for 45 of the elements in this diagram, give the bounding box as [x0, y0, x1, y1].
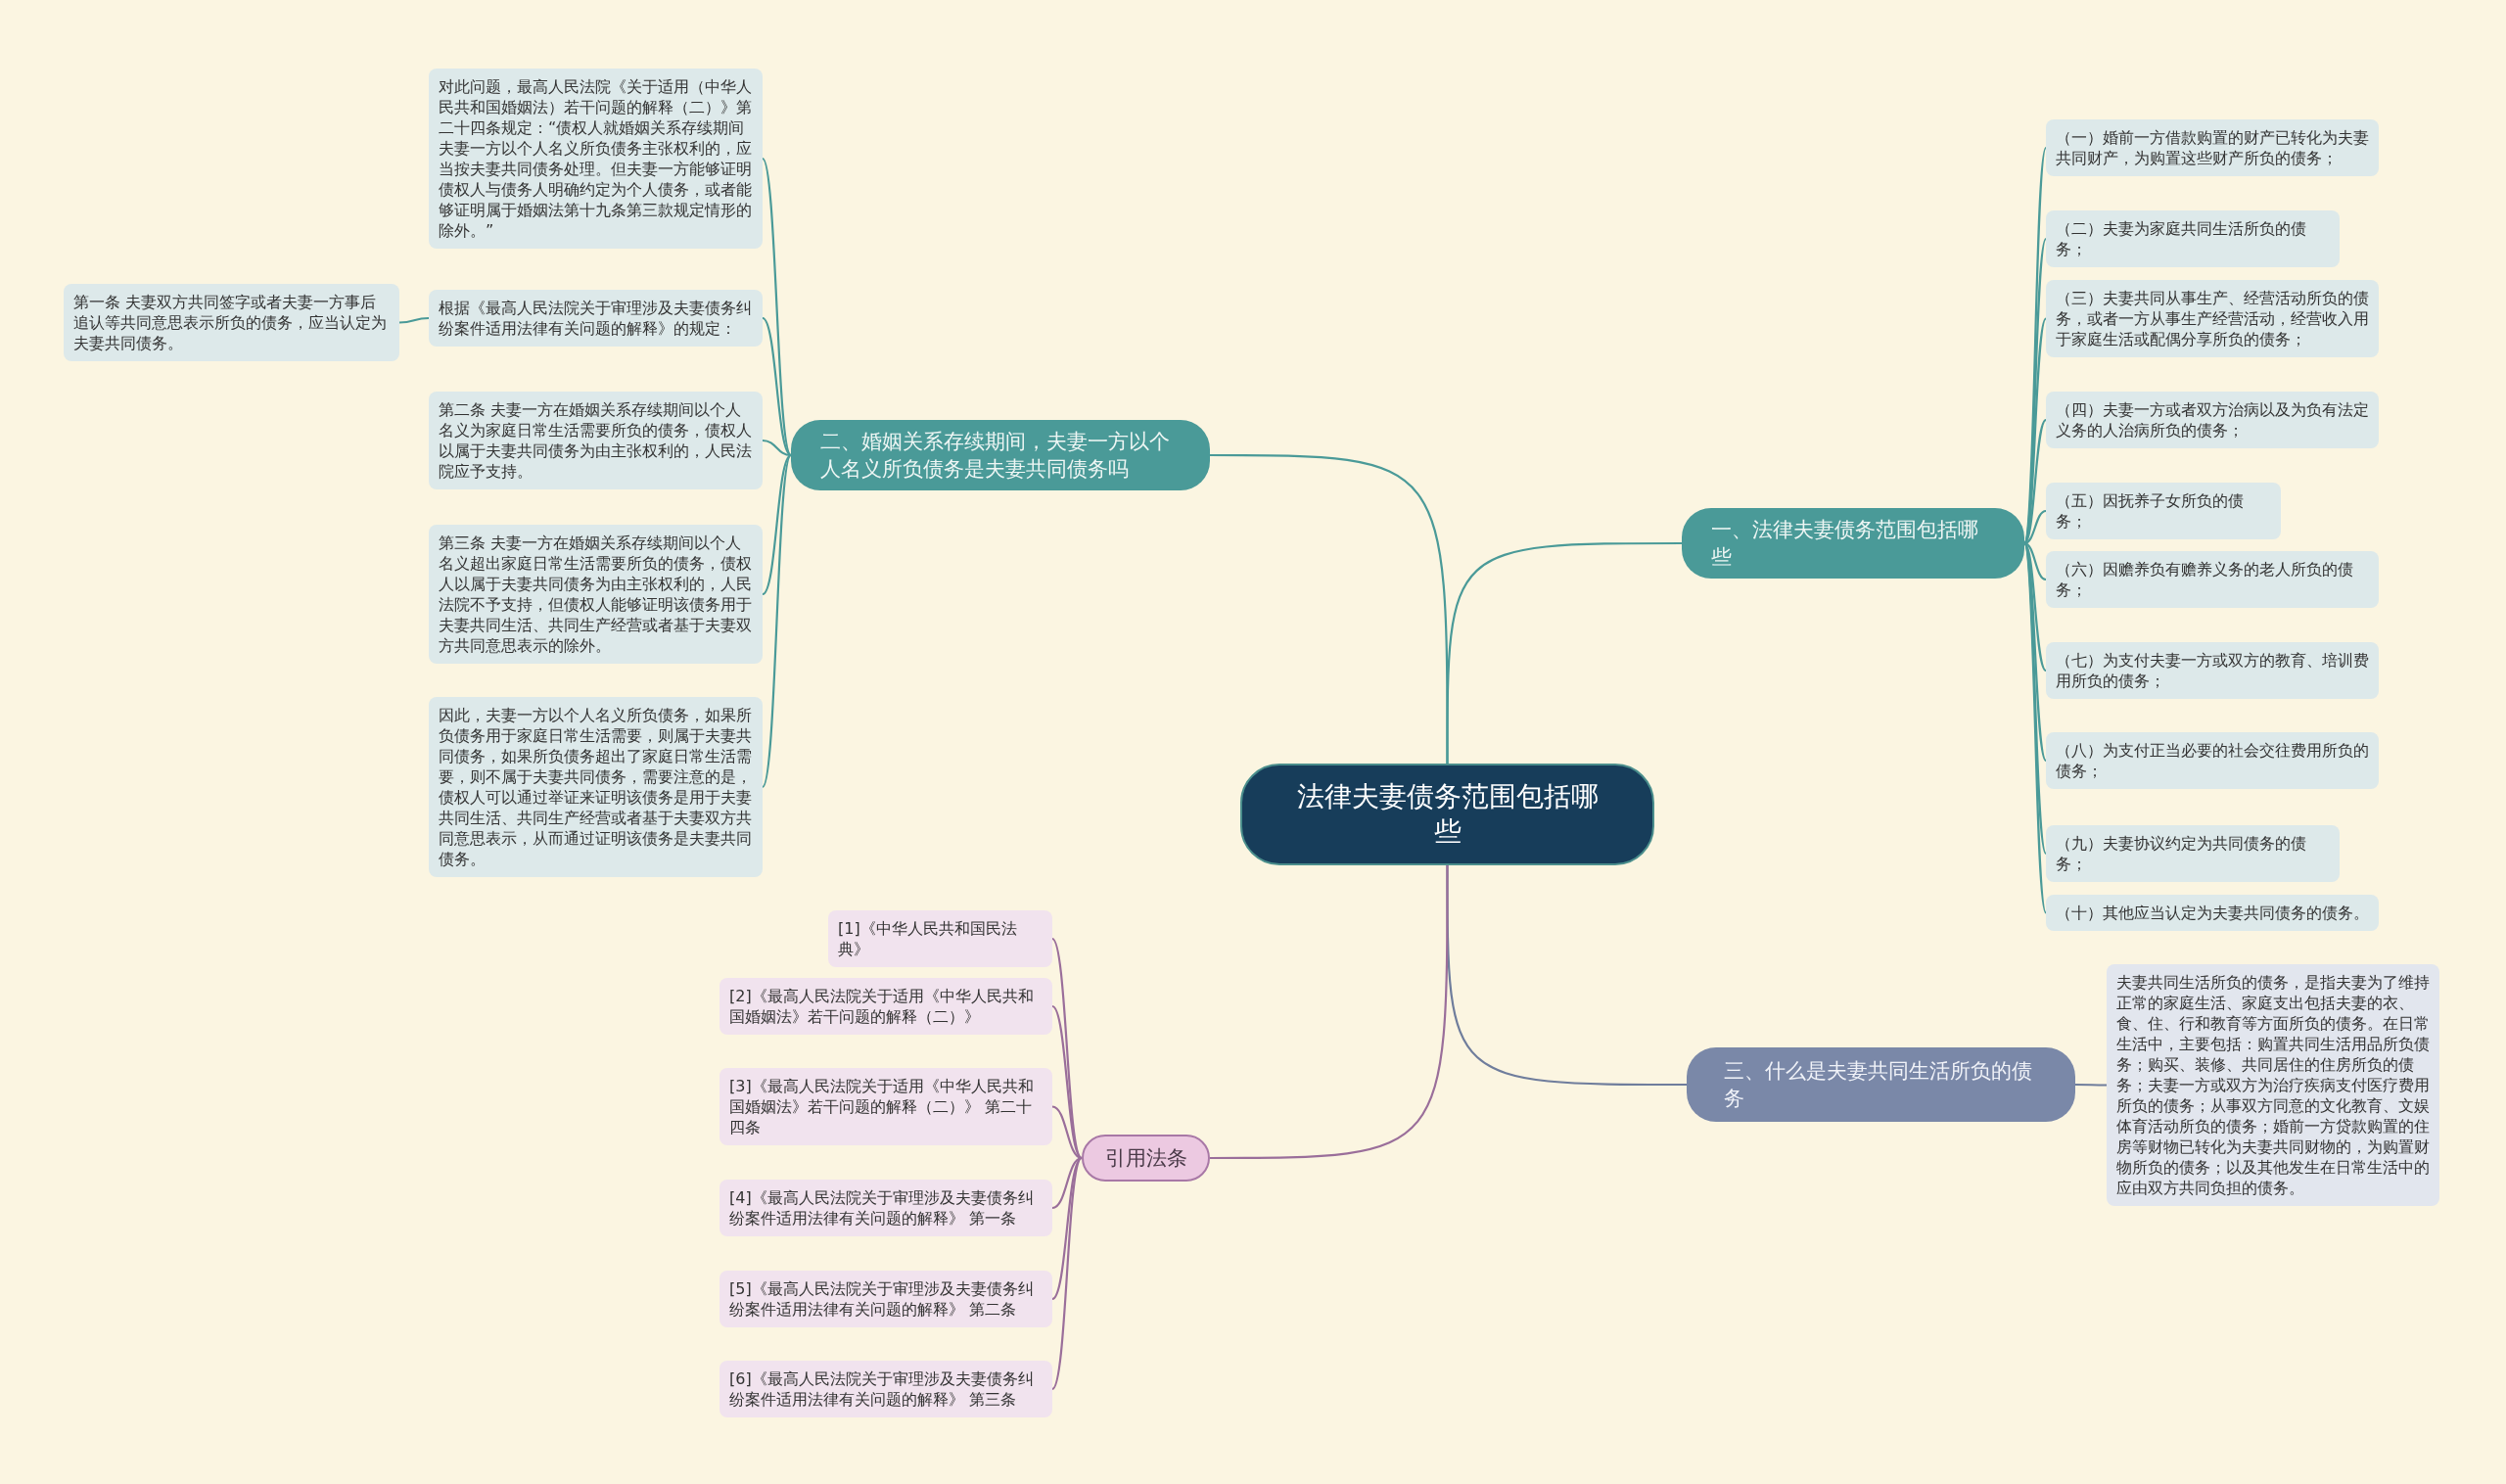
connector-line — [762, 158, 792, 456]
reference-box: [4]《最高人民法院关于审理涉及夫妻债务纠纷案件适用法律有关问题的解释》 第一条 — [719, 1180, 1052, 1236]
subtopic-box: 第三条 夫妻一方在婚姻关系存续期间以个人名义超出家庭日常生活需要所负的债务，债权人以属于夫妻共同债务为由主张权利的，人民法院不予支持，但债权人能够证明该债务用于夫妻共同生活、共同生产经营或者基于夫妻双方共同意思表示的除外。 — [429, 525, 763, 664]
subtopic-box: （二）夫妻为家庭共同生活所负的债务； — [2046, 210, 2340, 267]
reference-box: [6]《最高人民法院关于审理涉及夫妻债务纠纷案件适用法律有关问题的解释》 第三条 — [719, 1361, 1052, 1417]
subtopic-box: 因此，夫妻一方以个人名义所负债务，如果所负债务用于家庭日常生活需要，则属于夫妻共同债务，如果所负债务超出了家庭日常生活需要，则不属于夫妻共同债务，需要注意的是，债权人可以通过举证来证明该债务是用于夫妻共同生活、共同生产经营或者基于夫妻双方共同意思表示，从而通过证明该债务是夫妻共同债务。 — [429, 697, 763, 877]
connector-line — [2023, 419, 2047, 544]
subtopic-box: （五）因抚养子女所负的债务； — [2046, 483, 2281, 539]
subtopic-box: 第二条 夫妻一方在婚姻关系存续期间以个人名义为家庭日常生活需要所负的债务，债权人以属于夫妻共同债务为由主张权利的，人民法院应予支持。 — [429, 392, 763, 489]
subtopic-box: （七）为支付夫妻一方或双方的教育、培训费用所负的债务； — [2046, 642, 2379, 699]
connector-line — [2023, 542, 2047, 672]
branch-topic: 一、法律夫妻债务范围包括哪些 — [1682, 508, 2024, 579]
subtopic-box: （一）婚前一方借款购置的财产已转化为夫妻共同财产，为购置这些财产所负的债务； — [2046, 119, 2379, 176]
branch-topic: 三、什么是夫妻共同生活所负的债务 — [1687, 1047, 2075, 1122]
reference-box: [2]《最高人民法院关于适用《中华人民共和国婚姻法》若干问题的解释（二）》 — [719, 978, 1052, 1035]
subtopic-box: （八）为支付正当必要的社会交往费用所负的债务； — [2046, 732, 2379, 789]
subtopic-box: 对此问题，最高人民法院《关于适用（中华人民共和国婚姻法）若干问题的解释（二）》第二十四条规定：“债权人就婚姻关系存续期间夫妻一方以个人名义所负债务主张权利的，应当按夫妻共同债务处理。但夫妻一方能够证明债权人与债务人明确约定为个人债务，或者能够证明属于婚姻法第十九条第三款规定情形的除外。” — [429, 69, 763, 249]
connector-line — [2023, 541, 2047, 581]
central-topic: 法律夫妻债务范围包括哪些 — [1240, 764, 1654, 865]
branch-topic: 二、婚姻关系存续期间，夫妻一方以个人名义所负债务是夫妻共同债务吗 — [791, 420, 1210, 490]
reference-box: [3]《最高人民法院关于适用《中华人民共和国婚姻法》若干问题的解释（二）》 第二十四条 — [719, 1068, 1052, 1145]
subtopic-box: 根据《最高人民法院关于审理涉及夫妻债务纠纷案件适用法律有关问题的解释》的规定： — [429, 290, 763, 347]
subtopic-box: （三）夫妻共同从事生产、经营活动所负的债务，或者一方从事生产经营活动，经营收入用于家庭生活或配偶分享所负的债务； — [2046, 280, 2379, 357]
subtopic-box: （四）夫妻一方或者双方治病以及为负有法定义务的人治病所负的债务； — [2046, 392, 2379, 448]
connector-line — [1051, 1157, 1083, 1390]
connector-line — [1051, 1156, 1083, 1210]
reference-box: [1]《中华人民共和国民法典》 — [828, 910, 1052, 967]
connector-line — [762, 454, 792, 788]
connector-line — [1051, 1005, 1083, 1159]
connector-line — [762, 454, 792, 595]
connector-line — [398, 316, 430, 324]
subtopic-box: 夫妻共同生活所负的债务，是指夫妻为了维持正常的家庭生活、家庭支出包括夫妻的衣、食、住、行和教育等方面所负的债务。在日常生活中，主要包括：购置共同生活用品所负债务；购买、装修、共同居住的住房所负的债务；夫妻一方或双方为治疗疾病支付医疗费用所负的债务；从事双方同意的文化教育、文娱体育活动所负的债务；婚前一方贷款购置的住房等财物已转化为夫妻共同财物的，为购置财物所负的债务；以及其他发生在日常生活中的应由双方共同负担的债务。 — [2107, 964, 2439, 1206]
subtopic-box: （九）夫妻协议约定为共同债务的债务； — [2046, 825, 2340, 882]
subtopic-box: 第一条 夫妻双方共同签字或者夫妻一方事后追认等共同意思表示所负的债务，应当认定为夫妻共同债务。 — [64, 284, 399, 361]
subtopic-box: （六）因赡养负有赡养义务的老人所负的债务； — [2046, 551, 2379, 608]
connector-line — [1210, 865, 1449, 1160]
branch-topic: 引用法条 — [1082, 1135, 1210, 1182]
reference-box: [5]《最高人民法院关于审理涉及夫妻债务纠纷案件适用法律有关问题的解释》 第二条 — [719, 1271, 1052, 1327]
subtopic-box: （十）其他应当认定为夫妻共同债务的债务。 — [2046, 895, 2379, 931]
connector-line — [762, 317, 792, 456]
connector-line — [1446, 541, 1682, 764]
connector-line — [2023, 509, 2047, 545]
connector-line — [1051, 1105, 1083, 1160]
connector-line — [762, 439, 792, 457]
connector-line — [2075, 1083, 2107, 1087]
